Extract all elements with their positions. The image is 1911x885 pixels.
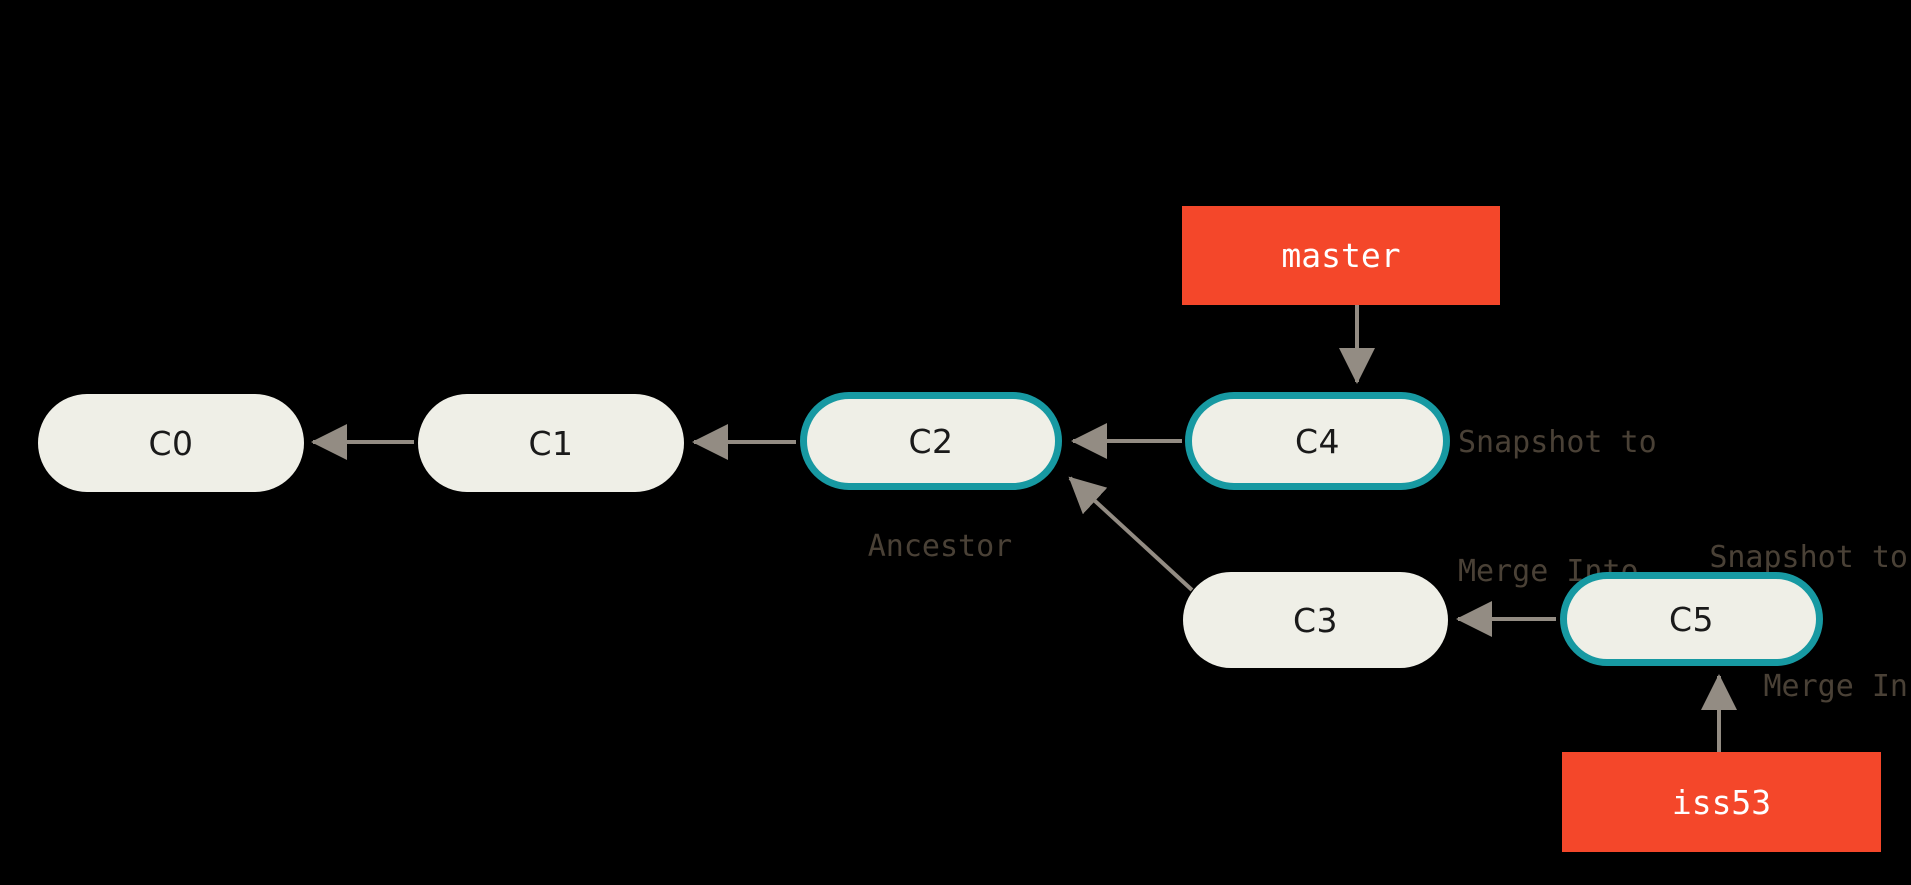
commit-node-c0[interactable]: C0 bbox=[38, 394, 304, 492]
branch-label-master[interactable]: master bbox=[1182, 206, 1500, 305]
commit-label: C0 bbox=[148, 423, 194, 463]
edge-c3-to-c2 bbox=[1068, 476, 1194, 592]
note-line-2: Merge In bbox=[1763, 669, 1909, 704]
commit-label: C4 bbox=[1294, 421, 1341, 461]
branch-label-iss53[interactable]: iss53 bbox=[1562, 752, 1881, 852]
commit-node-c3[interactable]: C3 bbox=[1183, 572, 1448, 668]
note-snapshot-merge-in: Snapshot to Merge In bbox=[1568, 450, 1908, 794]
note-line-2: Ancestor bbox=[867, 529, 1013, 564]
branch-name: master bbox=[1281, 236, 1401, 275]
commit-label: C3 bbox=[1292, 600, 1339, 640]
note-line-1: Snapshot to bbox=[1709, 540, 1908, 575]
commit-label: C5 bbox=[1668, 599, 1715, 639]
commit-label: C1 bbox=[528, 423, 574, 463]
commit-node-c5[interactable]: C5 bbox=[1560, 572, 1823, 666]
note-line-1: Snapshot to bbox=[1458, 425, 1657, 460]
commit-node-c2[interactable]: C2 bbox=[800, 392, 1062, 490]
branch-name: iss53 bbox=[1671, 782, 1772, 822]
commit-node-c4[interactable]: C4 bbox=[1185, 392, 1450, 490]
commit-node-c1[interactable]: C1 bbox=[418, 394, 684, 492]
commit-label: C2 bbox=[908, 421, 954, 461]
